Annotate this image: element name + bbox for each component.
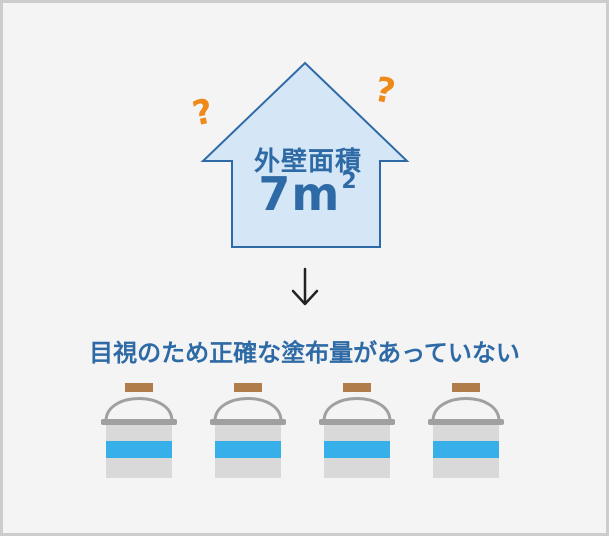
down-arrow-icon [291,267,319,306]
house-icon [200,61,410,248]
paint-bucket-icon [210,383,286,478]
house-area-value: 7m [258,167,341,221]
caption-text: 目視のため正確な塗布量があっていない [89,339,520,367]
house-area: 7m2 [203,167,413,221]
house-title: 外壁面積 [253,147,362,177]
paint-bucket-icon [101,383,177,478]
paint-bucket-icon [428,383,504,478]
paint-buckets [101,383,504,478]
paint-bucket-icon [319,383,395,478]
house-area-unit-superscript: 2 [341,169,358,194]
